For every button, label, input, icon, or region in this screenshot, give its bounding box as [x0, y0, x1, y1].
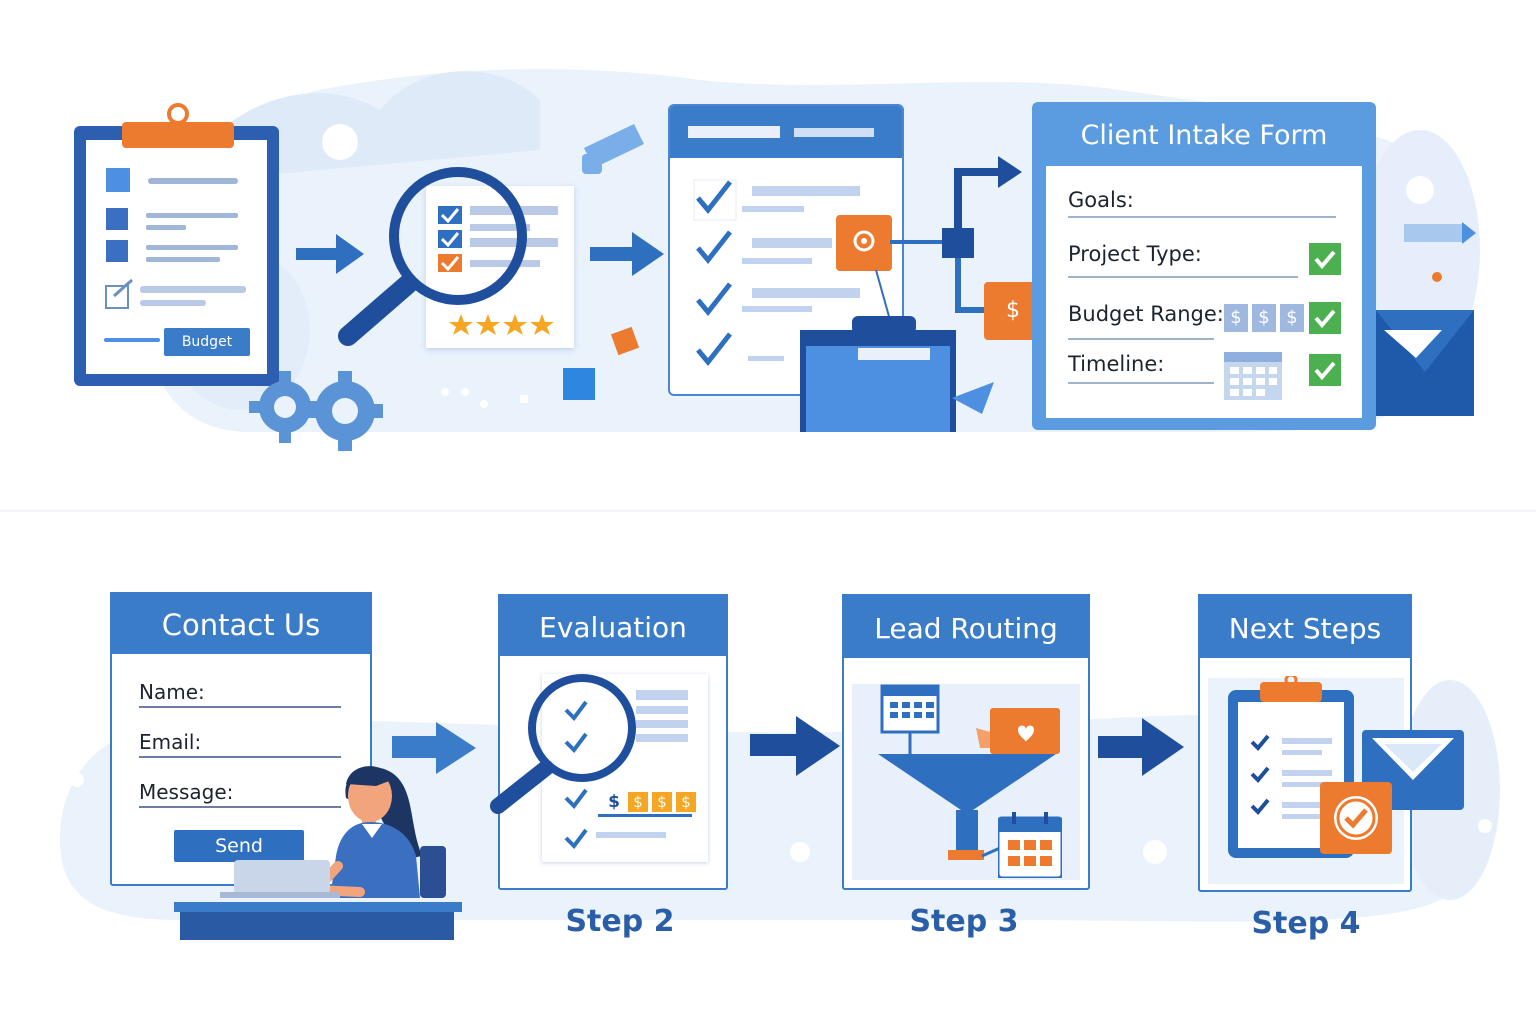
email-field[interactable] — [139, 756, 341, 758]
intake-form-title: Client Intake Form — [1080, 120, 1328, 151]
field-budget-range-line[interactable] — [1068, 338, 1214, 340]
decorative-square — [563, 368, 595, 400]
budget-button[interactable]: Budget — [164, 328, 250, 356]
arrow-right-icon — [1098, 718, 1184, 776]
evaluation-dollar-row: $ $ $ $ — [606, 792, 698, 812]
send-button[interactable]: Send — [174, 830, 304, 862]
check-badge-icon — [1309, 302, 1341, 334]
field-goals-line[interactable] — [1068, 216, 1336, 218]
decorative-tube — [582, 124, 644, 174]
dollar-badge: $ — [676, 792, 696, 812]
step-4-label: Step 4 — [1251, 906, 1361, 941]
check-badge-icon — [1320, 782, 1392, 854]
message-field[interactable] — [139, 806, 341, 808]
dollar-badge: $ — [1224, 304, 1248, 332]
field-goals-label: Goals: — [1068, 188, 1134, 212]
envelope-icon — [1376, 310, 1474, 416]
magnifier-icon — [490, 674, 692, 850]
arrow-right-icon — [296, 234, 364, 274]
message-label: Message: — [139, 780, 234, 804]
step-2-label: Step 2 — [565, 904, 675, 939]
clipboard-icon — [104, 103, 246, 342]
gear-icon — [249, 371, 383, 451]
field-timeline-label: Timeline: — [1068, 352, 1165, 376]
field-project-type-label: Project Type: — [1068, 242, 1202, 266]
arrow-right-icon — [590, 232, 664, 276]
chat-icon — [836, 215, 892, 271]
check-badge-icon — [1309, 354, 1341, 386]
check-badge-icon — [1309, 243, 1341, 275]
calendar-icon — [998, 812, 1062, 878]
next-steps-title: Next Steps — [1228, 612, 1382, 645]
magnifier-icon — [338, 167, 558, 346]
name-field[interactable] — [139, 706, 341, 708]
contact-us-title: Contact Us — [161, 608, 321, 642]
dollar-badge: $ — [1280, 304, 1304, 332]
field-timeline-line[interactable] — [1068, 382, 1214, 384]
timeline-calendar-icon — [1224, 352, 1282, 400]
arrow-right-icon — [750, 716, 840, 776]
lead-routing-title: Lead Routing — [874, 612, 1058, 645]
arrow-right-icon — [1404, 222, 1476, 244]
dollar-badge: $ — [628, 792, 648, 812]
dollar-badge: $ — [1252, 304, 1276, 332]
person-laptop-icon — [174, 766, 462, 940]
funnel-icon — [878, 684, 1060, 860]
connector-lines — [875, 156, 1022, 321]
checklist-icon — [693, 179, 860, 366]
folder-icon — [800, 316, 956, 432]
client-intake-form: Client Intake Form — [1032, 102, 1376, 430]
arrow-right-icon — [392, 722, 476, 774]
step-3-label: Step 3 — [909, 904, 1019, 939]
evaluation-title: Evaluation — [539, 611, 687, 644]
name-label: Name: — [139, 680, 205, 704]
field-budget-range-label: Budget Range: — [1068, 302, 1224, 326]
field-project-type-line[interactable] — [1068, 276, 1298, 278]
email-label: Email: — [139, 730, 202, 754]
dollar-badge: $ — [652, 792, 672, 812]
dollar-sign: $ — [608, 792, 620, 812]
paper-plane-icon — [952, 382, 994, 414]
section-divider — [0, 510, 1536, 512]
budget-dollar-badges: $ $ $ — [1224, 304, 1304, 332]
